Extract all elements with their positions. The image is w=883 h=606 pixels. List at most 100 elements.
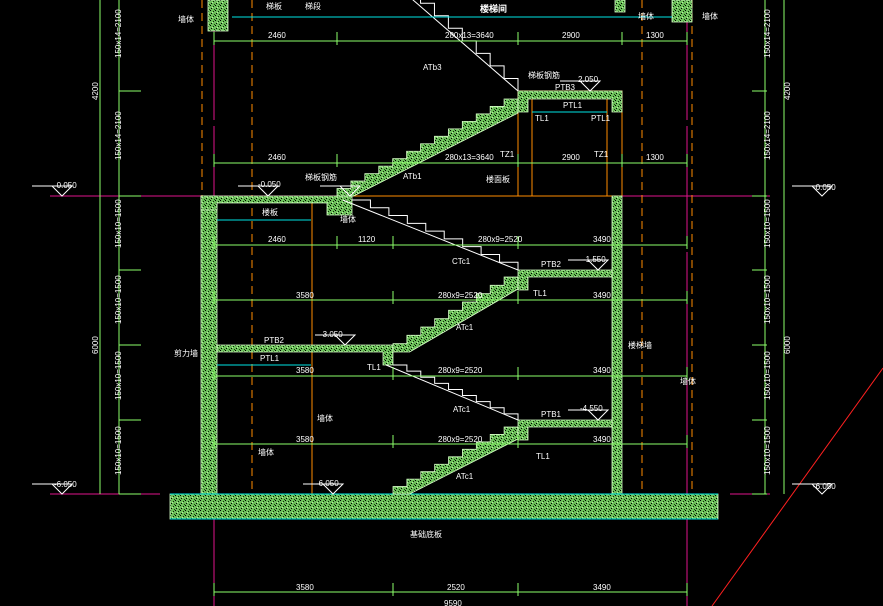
dim-l3-0: 3580 — [296, 366, 314, 375]
dim-row1-1: 280x13=3640 — [445, 31, 494, 40]
landing-ptb2-upper — [517, 269, 613, 291]
landing-ptb2-label: PTB2 — [541, 260, 562, 269]
vdim-left-4: 150x10=1500 — [114, 351, 123, 400]
dim-l2-1: 280x9=2520 — [438, 291, 483, 300]
vdim-left-5: 150x10=1500 — [114, 426, 123, 475]
flight-atc1-low: ATc1 — [456, 472, 474, 481]
cyan-lines — [217, 16, 672, 366]
flight-atc1-mid: ATc1 — [456, 323, 474, 332]
landing-mid-label: PTB2 — [264, 336, 285, 345]
level-marker-icon — [32, 483, 74, 495]
beam-tl1-top: TL1 — [535, 114, 549, 123]
dim-l3-1: 280x9=2520 — [438, 366, 483, 375]
dim-row1-3: 1300 — [646, 31, 664, 40]
landing-level: 2.050 — [578, 75, 599, 84]
vdim-right-2: 150x10=1500 — [763, 199, 772, 248]
dim-row2-0: 2460 — [268, 153, 286, 162]
level-marker-icon — [568, 409, 610, 421]
lower-slab-label: 楼板 — [262, 207, 278, 217]
dim-l3-2: 3490 — [593, 366, 611, 375]
landing-ptb2-mid — [216, 344, 394, 366]
dim-l4-2: 3490 — [593, 435, 611, 444]
landing-ptb2-level: -1.550 — [583, 255, 606, 264]
right-wall — [611, 195, 623, 495]
bottom-dim-2: 3490 — [593, 583, 611, 592]
level-marker-icon — [32, 185, 74, 197]
vdim-right-5: 150x10=1500 — [763, 426, 772, 475]
section-cut-line — [711, 367, 883, 606]
column-tz1-left: TZ1 — [500, 150, 515, 159]
label-wall-right-b: 墙体 — [702, 11, 718, 21]
rebar-note-1: 梯板钢筋 — [528, 70, 560, 80]
level-left-bottom: -6.050 — [54, 480, 77, 489]
dim-l4-1: 280x9=2520 — [438, 435, 483, 444]
base-level: -6.050 — [316, 479, 339, 488]
dim-l1-3: 3490 — [593, 235, 611, 244]
wall-right-label: 楼梯墙 — [628, 340, 652, 350]
vdim-right-3: 150x10=1500 — [763, 275, 772, 324]
column-tz1-right: TZ1 — [594, 150, 609, 159]
vdim-right-4: 150x10=1500 — [763, 351, 772, 400]
bottom-dim-0: 3580 — [296, 583, 314, 592]
vdim-right-total-upper: 4200 — [783, 82, 792, 100]
beam-tl1-2: TL1 — [367, 363, 381, 372]
landing-ptb1-label: PTB1 — [541, 410, 562, 419]
dim-l2-2: 3490 — [593, 291, 611, 300]
top-right-pillar — [671, 0, 693, 23]
dim-row1-0: 2460 — [268, 31, 286, 40]
label-slab-a: 梯板 — [266, 1, 282, 11]
note-a: 墙体 — [317, 413, 333, 423]
bottom-total: 9590 — [444, 599, 462, 606]
level-left-top: -0.050 — [54, 181, 77, 190]
flight-atc1-mid — [392, 276, 519, 353]
beam-ptl1-top: PTL1 — [591, 114, 611, 123]
vdim-left-total-upper: 4200 — [91, 82, 100, 100]
flight-ctc1 — [352, 199, 519, 270]
rebar-note-2: 梯板钢筋 — [305, 172, 337, 182]
vdim-right-total-lower: 6000 — [783, 336, 792, 354]
bottom-dim-1: 2520 — [447, 583, 465, 592]
vdim-right-1: 150x14=2100 — [763, 111, 772, 160]
top-left-pillar — [207, 0, 229, 32]
label-slab-b: 梯段 — [305, 1, 321, 11]
wall-outer-label: 墙体 — [680, 376, 696, 386]
level-marker-icon — [303, 483, 345, 495]
flight-atb1: ATb1 — [403, 172, 422, 181]
landing-mid-level: -3.050 — [320, 330, 343, 339]
base-slab — [169, 493, 719, 520]
landing-beam: PTL1 — [563, 101, 583, 110]
level-marker-icon — [792, 483, 834, 495]
dim-row2-3: 1300 — [646, 153, 664, 162]
annotations: 墙体 梯板 梯段 楼梯间 墙体 墙体 2460 280x13=3640 2900… — [54, 1, 836, 606]
level-right-top: -0.050 — [813, 183, 836, 192]
flight-atb3: ATb3 — [423, 63, 442, 72]
dim-row1-2: 2900 — [562, 31, 580, 40]
vdim-left-2: 150x10=1500 — [114, 199, 123, 248]
lower-slab-edge: 墙体 — [340, 214, 356, 224]
vdim-left-3: 150x10=1500 — [114, 275, 123, 324]
landing-ptb3: PTB3 — [555, 83, 576, 92]
vdim-left-0: 150x14=2100 — [114, 9, 123, 58]
vdim-left-1: 150x14=2100 — [114, 111, 123, 160]
flight-ctc1-soffit — [342, 199, 519, 271]
base-slab-label: 基础底板 — [410, 529, 442, 539]
dim-l1-2: 280x9=2520 — [478, 235, 523, 244]
dim-row2-1: 280x13=3640 — [445, 153, 494, 162]
wall-left-label: 剪力墙 — [174, 348, 198, 358]
flight-atc1-low-upper — [393, 364, 519, 420]
level-marker-icon — [315, 334, 357, 346]
landing-ptb1-level: -4.550 — [580, 404, 603, 413]
level-marker-icon — [792, 185, 834, 197]
floor-level-inner: -0.050 — [258, 180, 281, 189]
note-b: 墙体 — [258, 447, 274, 457]
beam-tl1-3: TL1 — [536, 452, 550, 461]
vdim-right-0: 150x14=2100 — [763, 9, 772, 58]
level-marker-icon — [320, 185, 362, 197]
beam-tl1-1: TL1 — [533, 289, 547, 298]
label-wall-left: 墙体 — [178, 14, 194, 24]
vdim-left-total-lower: 6000 — [91, 336, 100, 354]
vertical-dims-left: 150x14=2100 150x14=2100 150x10=1500 150x… — [91, 9, 123, 475]
floor-slab-label: 楼面板 — [486, 174, 510, 184]
left-wall — [200, 195, 218, 495]
